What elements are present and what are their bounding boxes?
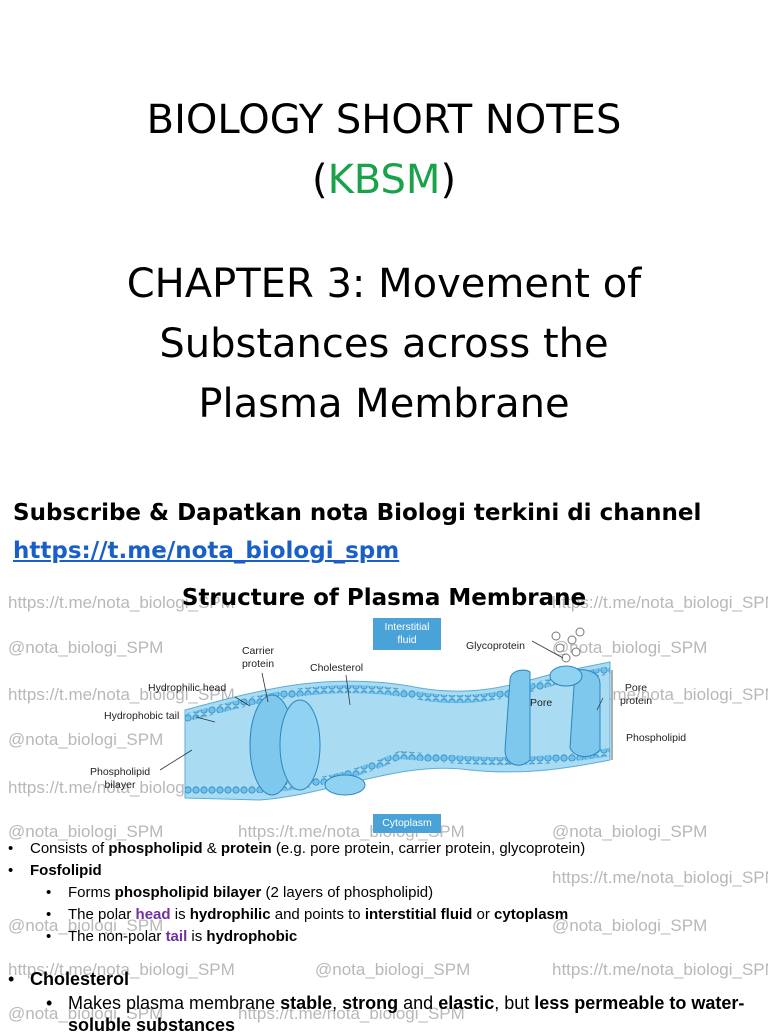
chapter-line-1: CHAPTER 3: Movement of — [126, 261, 642, 307]
watermark-handle: @nota_biologi_SPM — [552, 638, 708, 657]
bullet-composition: •Consists of phospholipid & protein (e.g… — [8, 840, 586, 857]
plasma-membrane-diagram — [159, 627, 613, 801]
cholesterol-molecule — [324, 774, 366, 796]
paren-open: ( — [311, 157, 328, 203]
lower-head-row — [184, 748, 611, 795]
watermark-handle: @nota_biologi_SPM — [8, 822, 164, 841]
channel-link[interactable]: https://t.me/nota_biologi_spm — [13, 538, 400, 564]
watermark-handle: @nota_biologi_SPM — [552, 822, 708, 841]
hydrophobic-tail-label: Hydrophobic tail — [104, 710, 180, 722]
pore-protein — [504, 669, 531, 766]
watermark-handle: @nota_biologi_SPM — [8, 1004, 164, 1023]
watermark-handle: @nota_biologi_SPM — [315, 960, 471, 979]
cholesterol-label: Cholesterol — [310, 662, 364, 674]
watermark-handle: @nota_biologi_SPM — [8, 638, 164, 657]
curriculum-label: (KBSM) — [0, 152, 768, 208]
glycoprotein-sugars — [551, 627, 585, 663]
watermark-handle: @nota_biologi_SPM — [552, 916, 708, 935]
watermark-url: https://t.me/nota_biologi_SPM — [552, 868, 768, 887]
document-title: BIOLOGY SHORT NOTES — [146, 97, 622, 143]
paren-close: ) — [440, 157, 457, 203]
bullet-cholesterol: •Cholesterol — [8, 969, 130, 989]
watermark-url: https://t.me/nota_biologi_SPM — [238, 1004, 465, 1023]
sub-bullet-cholesterol-role-line2: soluble substances — [68, 1015, 236, 1035]
watermark-url: https://t.me/nota_biologi_SPM — [552, 960, 768, 979]
watermark-handle: @nota_biologi_SPM — [8, 916, 164, 935]
sub-bullet-bilayer: •Forms phospholipid bilayer (2 layers of… — [46, 884, 434, 901]
sub-bullet-cholesterol-role: •Makes plasma membrane stable, strong an… — [46, 993, 745, 1013]
phospholipid-label: Phospholipid — [626, 732, 687, 744]
subscribe-text: Subscribe & Dapatkan nota Biologi terkin… — [13, 500, 702, 526]
cytoplasm-label: Cytoplasm — [373, 814, 441, 833]
diagram-title: Structure of Plasma Membrane — [181, 585, 587, 611]
pore-label: Pore — [530, 697, 553, 709]
glycoprotein-label: Glycoprotein — [466, 640, 525, 652]
interstitial-fluid-label: Interstitial fluid — [373, 618, 441, 650]
hydrophilic-head-label: Hydrophilic head — [148, 682, 227, 694]
phospholipid-bilayer-label: Phospholipid bilayer — [90, 766, 151, 791]
bullet-fosfolipid: •Fosfolipid — [8, 862, 102, 879]
watermark-url: https://t.me/nota_biologi_SPM — [8, 685, 235, 704]
chapter-line-2: Substances across the — [159, 321, 609, 367]
pore-protein-label: Pore protein — [619, 682, 653, 707]
watermark-url: https://t.me/nota_biologi_SPM — [552, 593, 768, 612]
sub-bullet-nonpolar-tail: •The non-polar tail is hydrophobic — [46, 928, 298, 945]
carrier-protein-label: Carrier protein — [241, 645, 275, 670]
watermark-url: https://t.me/nota_biologi_SPM — [8, 593, 235, 612]
watermark-handle: @nota_biologi_SPM — [8, 730, 164, 749]
sub-bullet-polar-head: •The polar head is hydrophilic and point… — [46, 906, 569, 923]
chapter-title: CHAPTER 3: Movement of Substances across… — [0, 254, 768, 434]
watermark-url: https://t.me/nota_biologi_SPM — [8, 960, 235, 979]
chapter-line-3: Plasma Membrane — [198, 381, 570, 427]
glycoprotein — [549, 665, 583, 687]
watermark-url: https://t.me/nota_biologi_SPM — [8, 778, 235, 797]
kbsm-label: KBSM — [327, 157, 441, 203]
